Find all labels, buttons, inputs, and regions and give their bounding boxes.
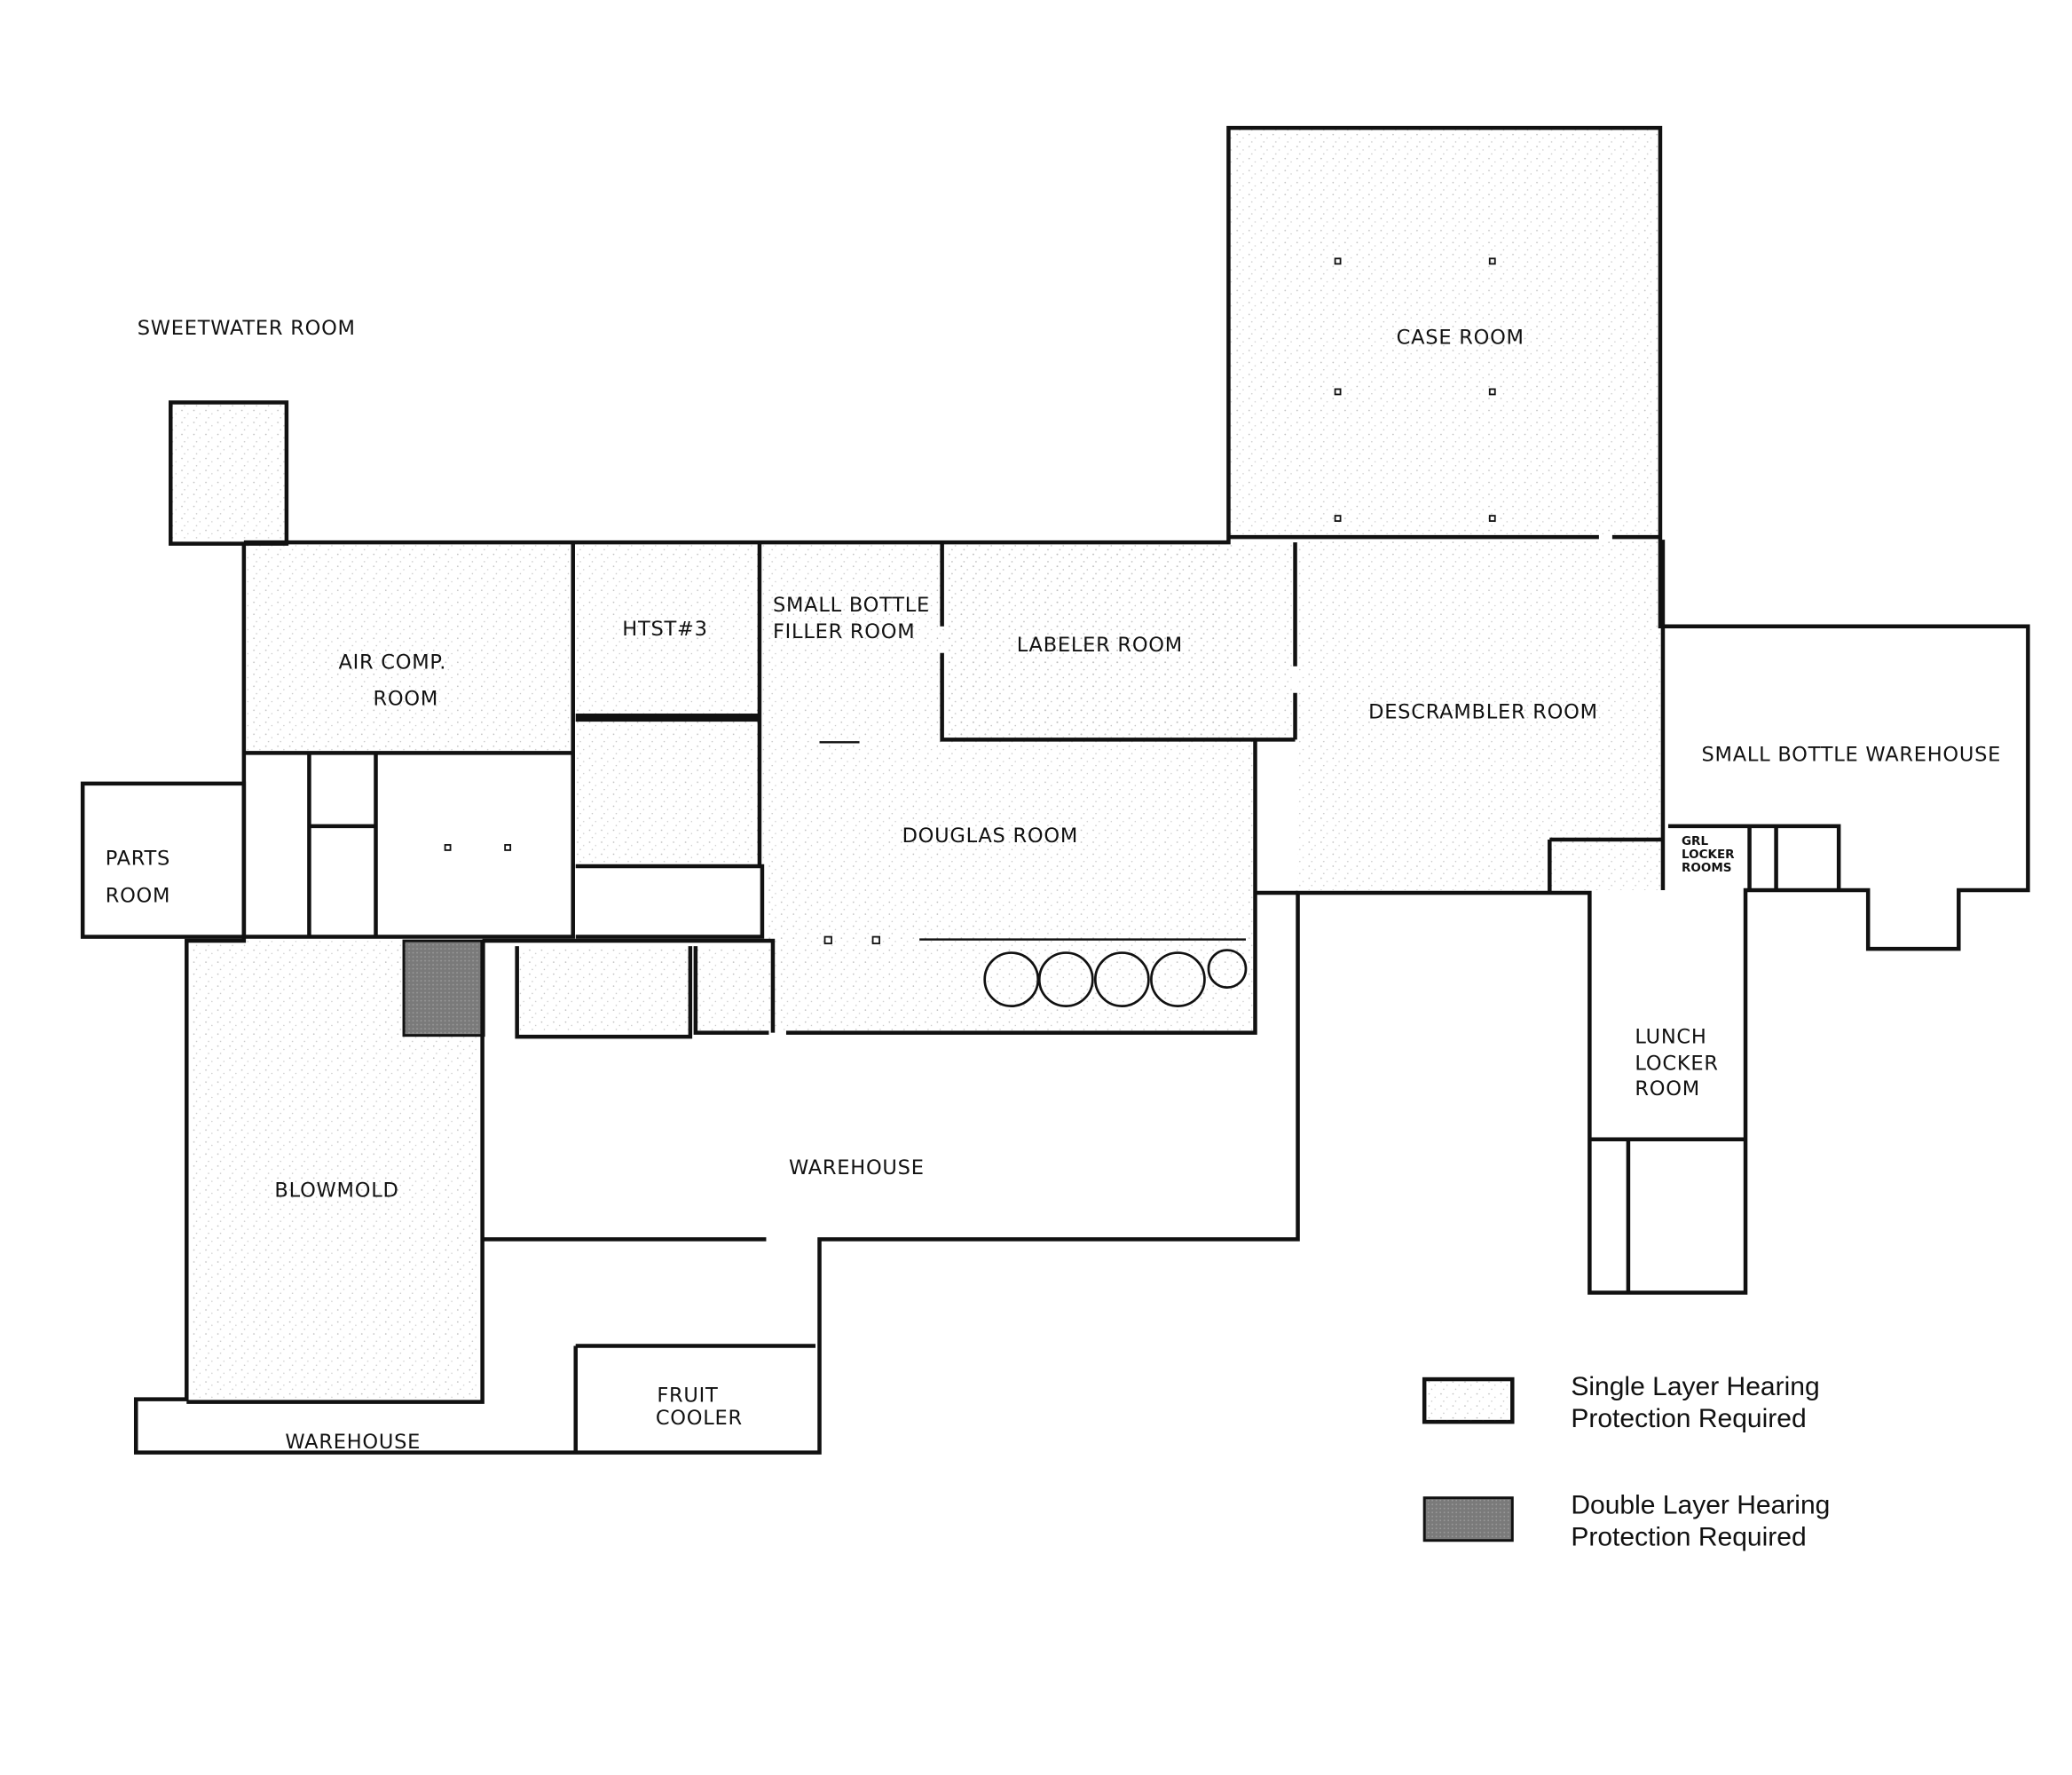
single-layer-zones xyxy=(170,128,1663,1402)
label-air-comp-room-2: ROOM xyxy=(374,687,439,710)
label-small-bottle-warehouse: SMALL BOTTLE WAREHOUSE xyxy=(1702,743,2002,766)
label-parts-room: PARTS xyxy=(106,847,170,870)
double-layer-zone xyxy=(402,939,485,1037)
label-small-bottle-filler: SMALL BOTTLE xyxy=(773,594,930,617)
label-lunch-locker-room-2: LOCKER xyxy=(1635,1053,1718,1076)
label-labeler-room: LABELER ROOM xyxy=(1017,634,1183,657)
legend-single-label-2: Protection Required xyxy=(1571,1404,1806,1433)
label-douglas-room: DOUGLAS ROOM xyxy=(902,824,1078,848)
label-warehouse: WAREHOUSE xyxy=(789,1156,925,1179)
label-girl-locker-rooms: GRL xyxy=(1682,834,1708,848)
columns xyxy=(444,257,1496,944)
tanks xyxy=(983,949,1248,1007)
label-fruit-cooler-2: COOLER xyxy=(656,1407,743,1430)
label-warehouse-lower: WAREHOUSE xyxy=(285,1431,421,1454)
label-fruit-cooler: FRUIT xyxy=(657,1384,718,1408)
legend-swatch-single xyxy=(1422,1377,1514,1424)
label-small-bottle-filler-2: FILLER ROOM xyxy=(773,620,915,643)
label-girl-locker-rooms-3: ROOMS xyxy=(1682,861,1732,875)
label-parts-room-2: ROOM xyxy=(106,885,171,908)
label-girl-locker-rooms-2: LOCKER xyxy=(1682,848,1735,862)
legend: Single Layer Hearing Protection Required… xyxy=(1422,1372,1830,1552)
label-lunch-locker-room: LUNCH xyxy=(1635,1026,1706,1049)
label-htst3: HTST#3 xyxy=(622,618,707,641)
legend-single-label: Single Layer Hearing xyxy=(1571,1372,1819,1401)
legend-double-label: Double Layer Hearing xyxy=(1571,1491,1830,1520)
label-sweetwater-room: SWEETWATER ROOM xyxy=(138,317,356,340)
walls xyxy=(80,125,2030,1455)
label-case-room: CASE ROOM xyxy=(1397,326,1524,349)
label-blowmold: BLOWMOLD xyxy=(274,1179,398,1202)
legend-swatch-double xyxy=(1422,1496,1514,1542)
label-descrambler-room: DESCRAMBLER ROOM xyxy=(1368,700,1598,723)
label-lunch-locker-room-3: ROOM xyxy=(1635,1077,1700,1100)
label-air-comp-room: AIR COMP. xyxy=(338,651,446,674)
legend-double-label-2: Protection Required xyxy=(1571,1523,1806,1552)
